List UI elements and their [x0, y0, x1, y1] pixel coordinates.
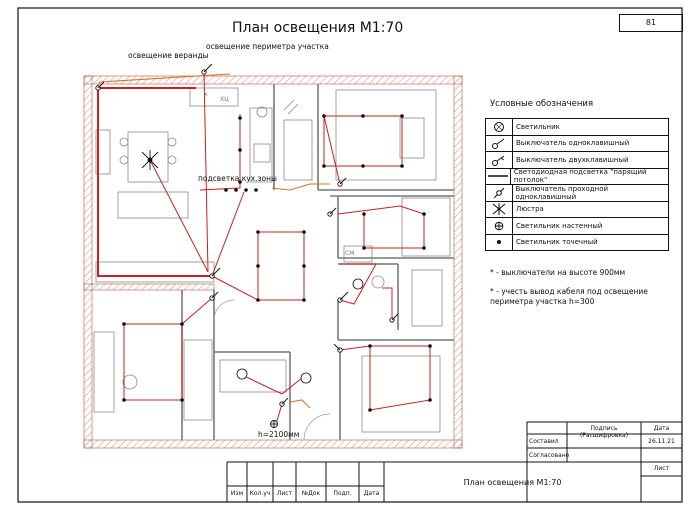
- appliance-label: ХЦ: [220, 96, 229, 103]
- legend-title: Условные обозначения: [490, 99, 594, 109]
- veranda-wiring: [97, 87, 212, 277]
- legend-row: Светодиодная подсветка "парящий потолок": [486, 168, 668, 185]
- doors: [213, 299, 331, 441]
- legend-row: Выключатель двухклавишный: [486, 152, 668, 169]
- sheet-number: 81: [619, 14, 683, 32]
- spot-lamps: [122, 114, 432, 412]
- switches: [95, 63, 399, 407]
- legend-label: Выключатель двухклавишный: [516, 155, 629, 164]
- ceiling-lamps: [236, 278, 364, 384]
- note-switch-height: * - выключатели на высоте 900мм: [490, 268, 626, 277]
- veranda-label: освещение веранды: [128, 51, 209, 60]
- wall-lamp-icon: [494, 221, 504, 231]
- legend-row: Люстра: [486, 201, 668, 218]
- perimeter-label: освещение периметра участка: [206, 42, 329, 51]
- date-column: Дата: [363, 490, 380, 497]
- chandelier-icon: [141, 150, 159, 170]
- ceiling-lamp-icon: [494, 121, 504, 132]
- legend-label: Выключатель проходной одноклавишный: [515, 184, 609, 201]
- drawing-name: План освещения М1:70: [463, 478, 562, 487]
- sheet-label: Лист: [653, 465, 670, 472]
- kitchen-zone-label: подсветка кух.зоны: [198, 174, 277, 183]
- note-perimeter-cable: * - учесть вывод кабеля под освещение пе…: [490, 287, 648, 306]
- page-title: План освещения М1:70: [232, 20, 404, 36]
- signature-column: Подп.: [333, 490, 352, 497]
- chandelier-icon: [492, 203, 506, 216]
- legend-label: Люстра: [516, 205, 544, 214]
- appliance-label: х: [204, 91, 208, 98]
- spot-lamp-icon: [497, 240, 501, 245]
- compiled-label: Составил: [529, 438, 559, 445]
- legend-row: Светильник точечный: [486, 234, 668, 250]
- legend-label: Светодиодная подсветка "парящий потолок": [513, 168, 647, 185]
- document-number-column: №Док: [301, 490, 321, 497]
- single-switch-icon: [492, 138, 505, 150]
- legend-label: Выключатель одноклавишный: [516, 139, 630, 148]
- height-label: h=2100мм: [258, 430, 300, 439]
- legend-row: Выключатель одноклавишный: [486, 135, 668, 152]
- date-value: 26.11.21: [648, 438, 675, 445]
- legend-label: Светильник точечный: [516, 238, 598, 247]
- legend-row: Выключатель проходной одноклавишный: [486, 185, 668, 202]
- signature-header: Подпись (Расшифровка): [579, 425, 629, 439]
- legend-row: Светильник настенный: [486, 218, 668, 235]
- changes-count-column: Кол.уч: [249, 490, 271, 497]
- revision-column: Изм: [230, 490, 244, 497]
- approved-label: Согласовано: [529, 452, 570, 459]
- sheet-column: Лист: [276, 490, 293, 497]
- exterior-walls: [83, 75, 463, 449]
- wall-lamp-icon: [270, 420, 278, 428]
- appliance-label: СМ: [345, 250, 355, 257]
- led-strip-icon: [487, 175, 508, 178]
- legend-label: Светильник: [516, 122, 560, 131]
- legend-row: Светильник: [486, 119, 668, 136]
- legend-label: Светильник настенный: [516, 221, 603, 230]
- double-switch-icon: [492, 155, 505, 166]
- date-header: Дата: [653, 425, 670, 432]
- pass-switch-icon: [493, 187, 505, 199]
- legend: Светильник Выключатель одноклавишный Вык…: [485, 118, 669, 251]
- interior-walls: [181, 84, 454, 440]
